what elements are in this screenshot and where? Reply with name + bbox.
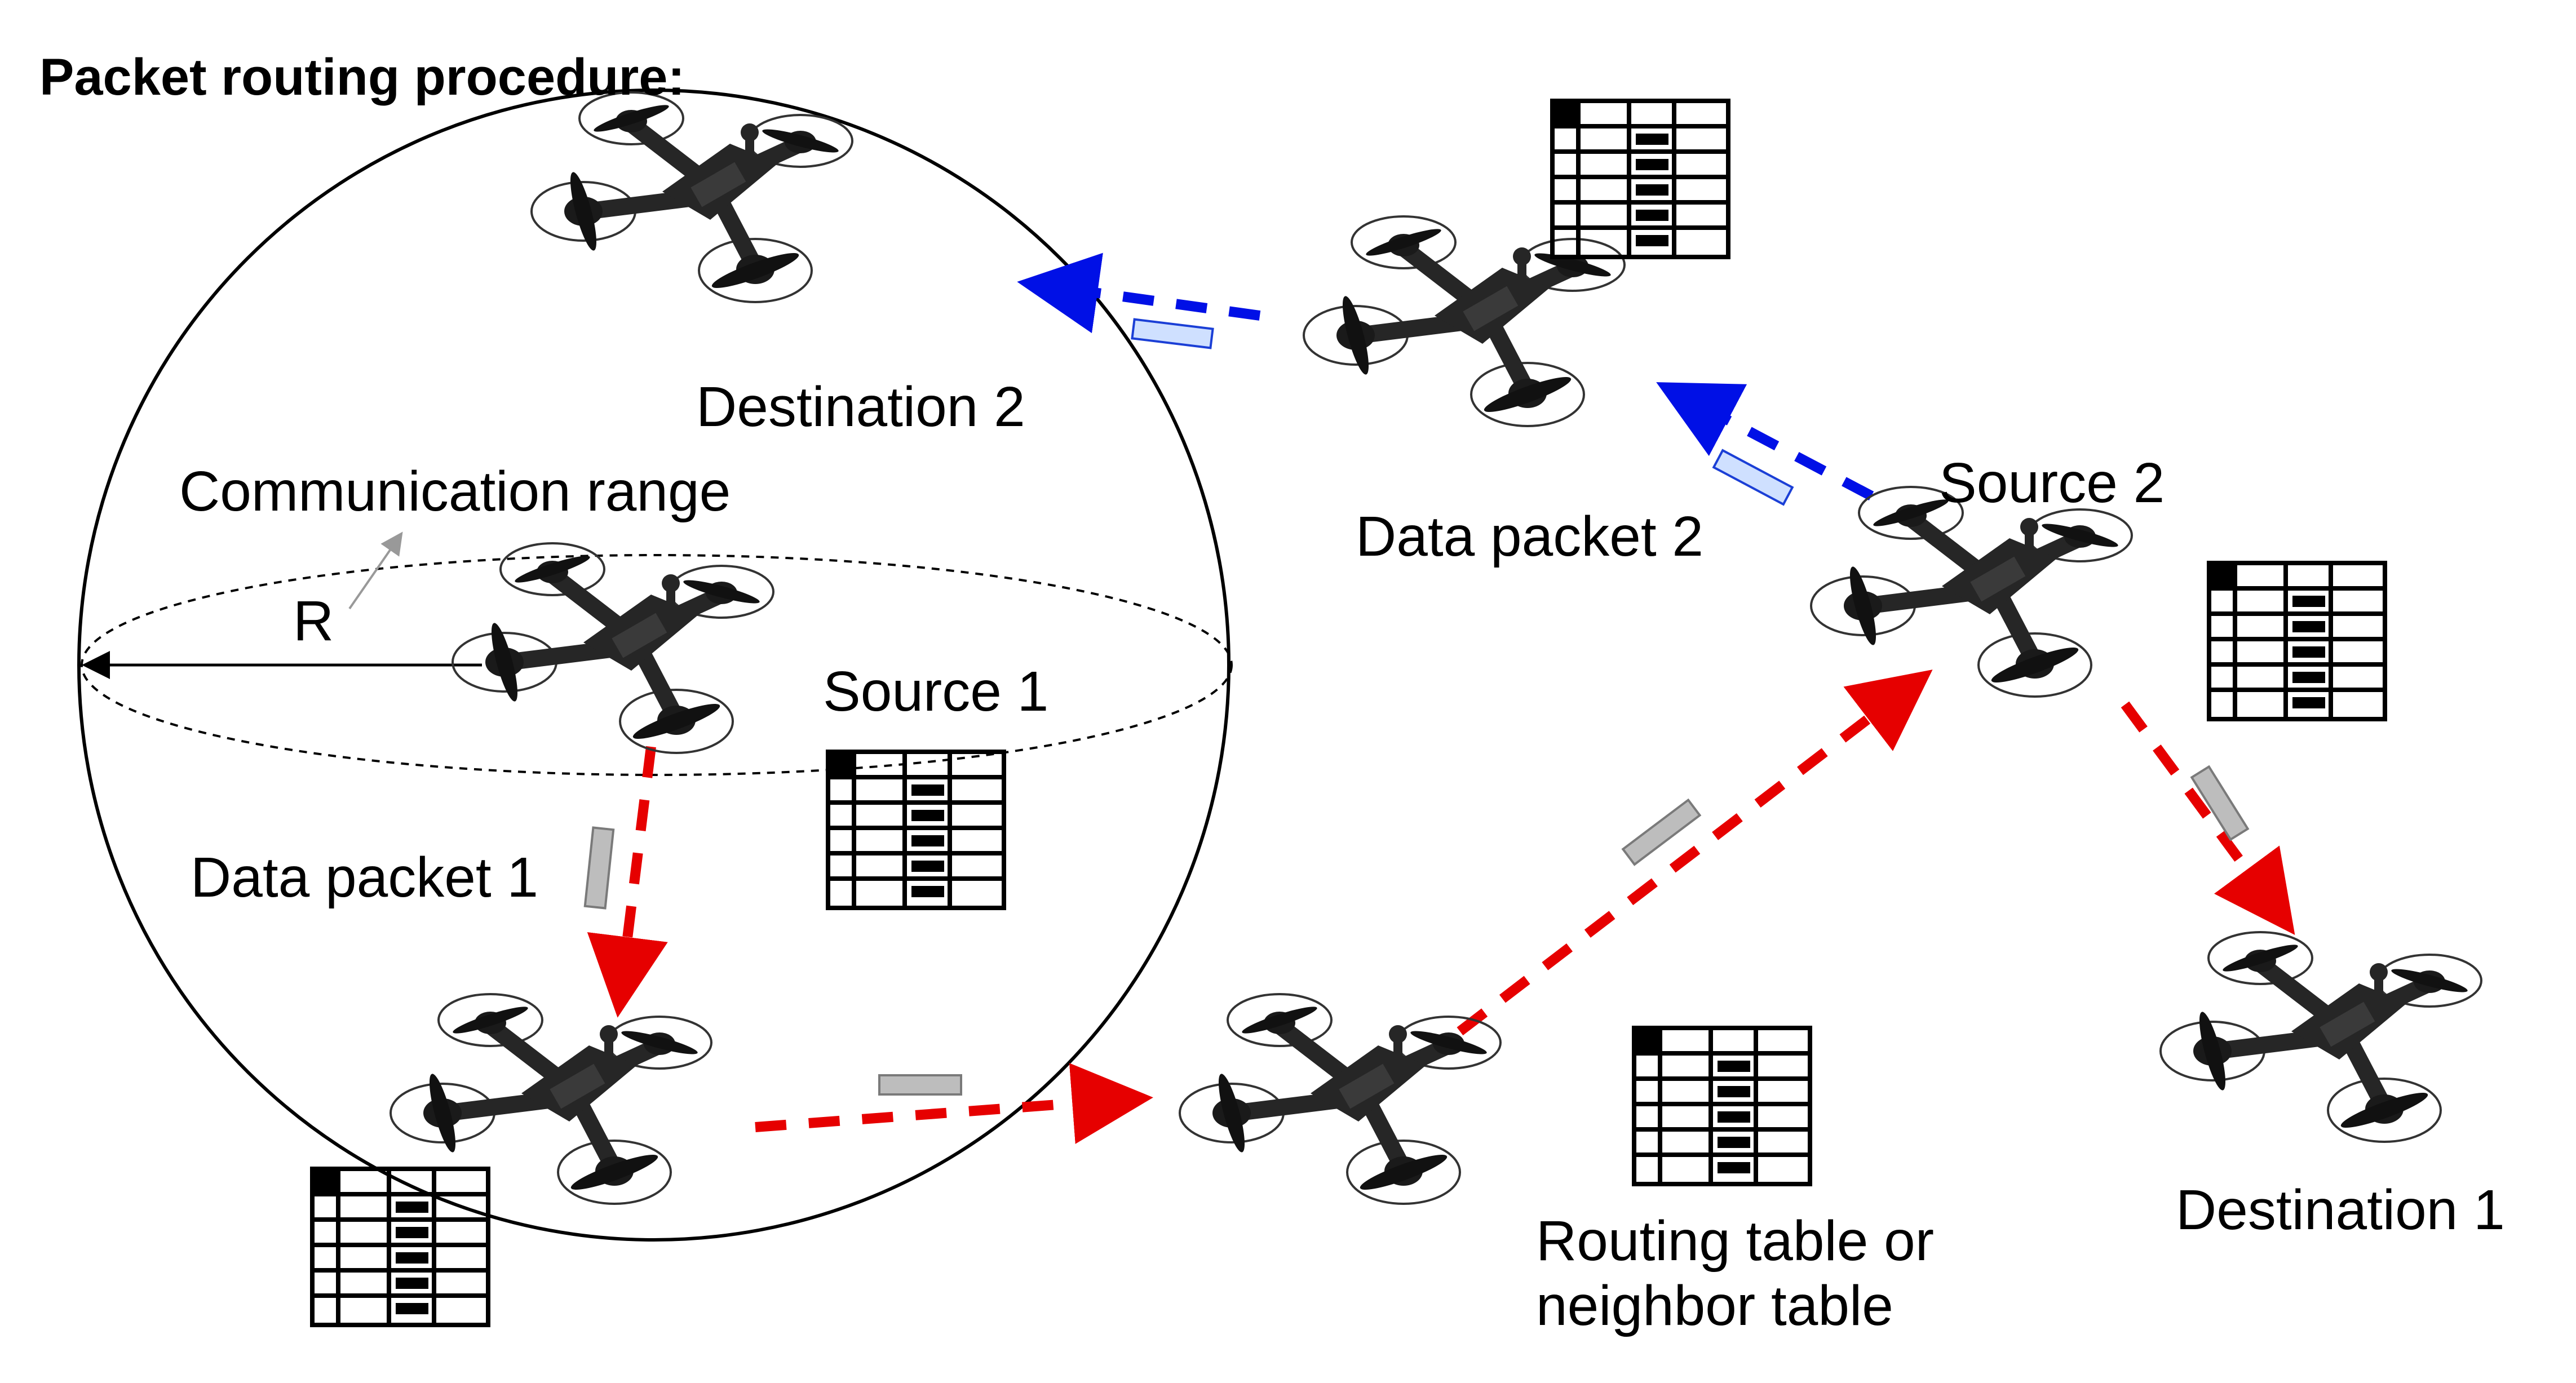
routing-table-icon [828, 752, 1004, 908]
route-source2-to-destination1 [2121, 701, 2295, 935]
routing-table-icon [2209, 563, 2385, 719]
route-source1-to-relay1 [587, 746, 668, 1018]
destination-1-label: Destination 1 [2176, 1178, 2505, 1242]
routing-table-icon [1552, 101, 1728, 257]
data-packet-2-label: Data packet 2 [1356, 505, 1704, 568]
routing-table-icon [312, 1169, 488, 1325]
route-source2-to-relay3 [1656, 382, 1874, 500]
diagram-title: Packet routing procedure: [39, 48, 685, 106]
data-packet-icon [2190, 765, 2250, 841]
source-2-label: Source 2 [1939, 451, 2165, 515]
drone-relay-2-icon [1180, 994, 1501, 1204]
source-1-label: Source 1 [823, 660, 1049, 723]
data-packet-icon [1621, 798, 1702, 866]
drone-source-2-icon [1811, 487, 2132, 697]
route-relay2-to-source2 [1457, 670, 1933, 1036]
data-packet-icon [583, 826, 615, 910]
data-packet-icon [1131, 318, 1214, 349]
drone-source-1-icon [453, 543, 773, 753]
routing-table-icon [1634, 1028, 1810, 1184]
communication-range-label: Communication range [179, 460, 731, 523]
route-relay1-to-relay2 [755, 1063, 1153, 1144]
route-relay3-to-destination2 [1017, 252, 1261, 334]
route-path-1 [587, 670, 2295, 1144]
data-packet-1-label: Data packet 1 [191, 846, 539, 909]
data-packet-icon [878, 1074, 962, 1096]
data-packet-icon [1712, 449, 1794, 506]
radius-label: R [293, 589, 334, 653]
drone-destination-2-icon [532, 92, 852, 302]
routing-table-label: Routing table or neighbor table [1536, 1209, 1935, 1337]
route-path-2 [1017, 252, 1874, 500]
communication-range-pointer [348, 531, 403, 610]
destination-2-label: Destination 2 [696, 375, 1025, 438]
drone-relay-1-icon [391, 994, 711, 1204]
drone-destination-1-icon [2161, 932, 2481, 1142]
